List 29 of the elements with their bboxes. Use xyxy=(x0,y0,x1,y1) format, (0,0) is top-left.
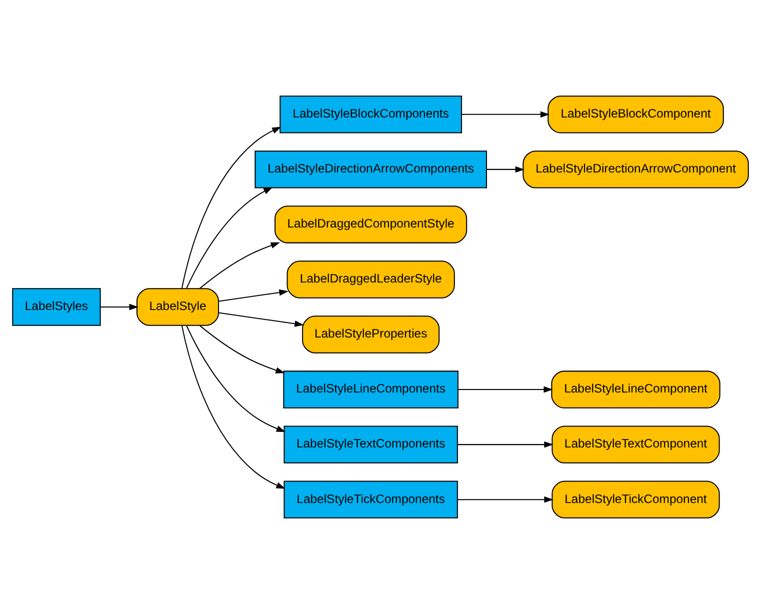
node-box: LabelStyles xyxy=(12,288,101,326)
node-box: LabelStyleBlockComponents xyxy=(280,96,462,134)
arrow xyxy=(186,187,273,288)
node-box: LabelStyleLineComponents xyxy=(283,370,458,408)
arrow xyxy=(100,304,138,310)
node-box: LabelStyleProperties xyxy=(302,316,440,354)
arrow xyxy=(462,111,550,118)
arrow xyxy=(218,312,304,327)
arrow xyxy=(199,242,280,289)
node-box: LabelStyleTextComponent xyxy=(552,426,720,464)
node-box: LabelStyleTickComponent xyxy=(552,480,720,518)
node-box: LabelStyleTickComponents xyxy=(284,480,458,518)
node-box: LabelDraggedComponentStyle xyxy=(274,206,468,244)
node-box: LabelStyleDirectionArrowComponents xyxy=(254,150,487,188)
node-box: LabelStyleBlockComponent xyxy=(548,96,724,134)
node-box: LabelStyleLineComponent xyxy=(551,370,720,408)
arrow xyxy=(181,325,286,489)
arrow xyxy=(458,386,553,393)
arrow xyxy=(199,325,285,374)
arrow xyxy=(181,126,282,289)
node-box: LabelStyleTextComponents xyxy=(284,426,458,464)
arrow xyxy=(486,166,525,173)
node-box: LabelDraggedLeaderStyle xyxy=(286,260,455,298)
arrow xyxy=(186,326,286,432)
node-box: LabelStyle xyxy=(136,288,219,326)
arrow xyxy=(458,496,554,503)
arrow xyxy=(458,441,554,448)
node-box: LabelStyleDirectionArrowComponent xyxy=(522,150,749,188)
arrow xyxy=(218,289,288,302)
